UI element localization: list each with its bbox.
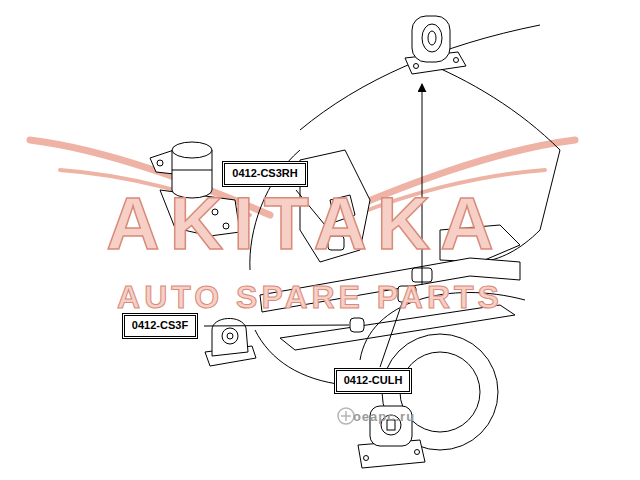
mount-on-car	[350, 318, 364, 332]
label-text: AKITAKA	[106, 182, 503, 265]
car-body	[420, 60, 560, 150]
leader-line	[204, 325, 349, 326]
car-body	[255, 330, 345, 385]
part-number-box: 0412-CS3RH	[222, 161, 307, 186]
label-text: oeapc.ru	[353, 409, 415, 424]
label-text: AUTO SPARE PARTS	[117, 279, 503, 315]
top-mount	[428, 31, 436, 45]
watermark-text: AUTO SPARE PARTS	[117, 281, 503, 313]
part-number-box: 0412-CULH	[334, 368, 413, 393]
site-logo	[338, 408, 354, 424]
rh-mount	[157, 160, 163, 166]
top-mount	[414, 64, 419, 69]
site-logo	[341, 411, 351, 421]
lh-mount	[364, 456, 369, 461]
site-logo	[338, 408, 354, 424]
front-mount	[212, 318, 248, 356]
site-watermark: oeapc.ru	[353, 410, 415, 423]
front-mount	[222, 328, 238, 344]
rh-mount	[150, 150, 174, 174]
top-mount	[422, 24, 442, 52]
lh-mount	[415, 450, 420, 455]
top-mount	[412, 16, 450, 62]
top-mount	[405, 16, 466, 74]
part-number: 0412-CS3F	[132, 319, 188, 332]
part-number: 0412-CULH	[344, 374, 403, 387]
part-number-box: 0412-CS3F	[122, 313, 198, 338]
front-mount	[227, 333, 233, 339]
top-mount	[454, 58, 459, 63]
rh-mount	[172, 142, 212, 158]
rh-mount	[172, 170, 212, 171]
watermark-logo: AKITAKA	[106, 187, 503, 261]
part-number: 0412-CS3RH	[232, 167, 297, 180]
